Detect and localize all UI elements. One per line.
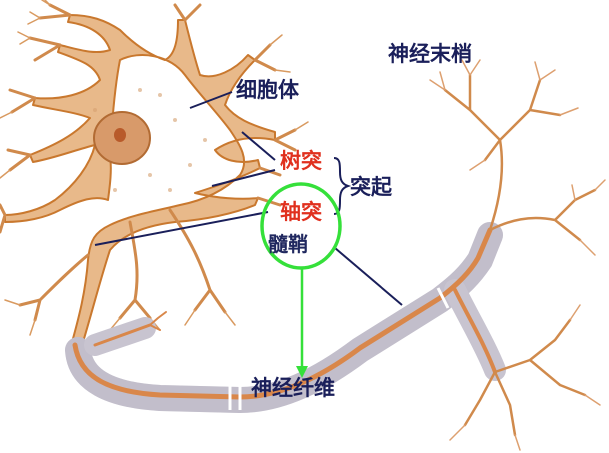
- cell-body-group: [4, 14, 276, 353]
- leader-cell-body: [189, 91, 233, 109]
- leader-lines: [94, 91, 403, 306]
- leader-myelin: [334, 247, 403, 306]
- dendrites: [0, 3, 297, 322]
- axon-collateral: [149, 311, 167, 331]
- label-myelin-sheath: 髓鞘: [268, 232, 308, 256]
- label-nerve-ending: 神经末梢: [388, 42, 472, 66]
- ranvier-nodes: [228, 287, 450, 410]
- leader-dendrite-2: [211, 169, 276, 187]
- label-nerve-fiber: 神经纤维: [251, 376, 335, 400]
- leader-dendrite-1: [241, 131, 276, 161]
- label-cell-body: 细胞体: [236, 78, 299, 102]
- dendrite-fine: [0, 0, 309, 336]
- nerve-endings: [443, 73, 597, 437]
- nucleolus: [114, 128, 126, 142]
- soma: [4, 14, 276, 353]
- leader-axon: [94, 211, 269, 246]
- label-axon: 轴突: [280, 200, 322, 224]
- axon-core: [72, 227, 493, 400]
- label-process: 突起: [350, 175, 392, 199]
- highlight-arrow: [296, 268, 308, 378]
- axon-group: [65, 222, 506, 414]
- nerve-endings-fine: [429, 59, 606, 451]
- label-dendrite: 树突: [280, 149, 322, 173]
- soma-texture: [93, 88, 207, 192]
- process-brace: [333, 157, 352, 215]
